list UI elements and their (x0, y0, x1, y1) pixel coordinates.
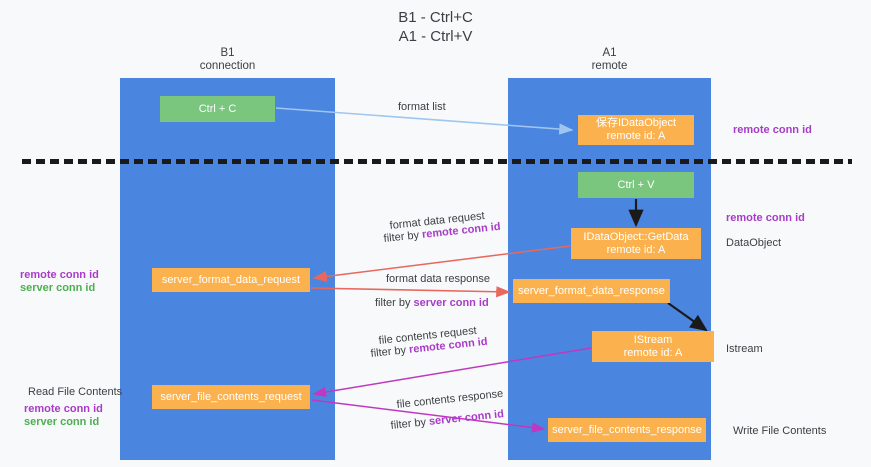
node-save-idataobject[interactable]: 保存IDataObject remote id: A (578, 115, 694, 145)
node-server-file-contents-request[interactable]: server_file_contents_request (152, 385, 310, 409)
edge-label-format-data-response: format data response (386, 273, 490, 285)
filter-prefix: filter by (370, 343, 410, 360)
node-server-format-data-response[interactable]: server_format_data_response (513, 279, 670, 303)
node-ctrl-v[interactable]: Ctrl + V (578, 172, 694, 198)
annotation-left-remote-conn-id-2: remote conn id (24, 403, 103, 415)
edge-label-format-list: format list (398, 101, 446, 113)
phase-divider-dashed-line (22, 159, 852, 164)
diagram-title: B1 - Ctrl+C A1 - Ctrl+V (398, 9, 473, 45)
lane-header-b1: B1 connection (199, 47, 256, 72)
edge-file-contents-response (311, 399, 546, 433)
node-ctrl-c[interactable]: Ctrl + C (160, 96, 275, 122)
filter-prefix: filter by (375, 297, 414, 309)
annotation-remote-conn-id-top: remote conn id (733, 124, 812, 136)
node-server-format-data-request[interactable]: server_format_data_request (152, 268, 310, 292)
filter-key: server conn id (413, 297, 489, 309)
annotation-write-file-contents: Write File Contents (733, 425, 827, 437)
filter-prefix: filter by (390, 415, 430, 432)
edge-file-contents-request (312, 347, 592, 398)
annotation-remote-conn-id-mid: remote conn id (726, 212, 805, 224)
node-server-file-contents-response[interactable]: server_file_contents_response (548, 418, 706, 442)
annotation-left-server-conn-id-1: server conn id (20, 282, 96, 294)
edge-format-list (275, 107, 574, 135)
edge-response-to-istream (667, 302, 708, 332)
annotation-left-remote-conn-id-1: remote conn id (20, 269, 99, 281)
node-istream[interactable]: IStream remote id: A (592, 331, 714, 362)
annotation-dataobject: DataObject (726, 237, 782, 249)
edge-label-format-data-response-filter: filter by server conn id (375, 296, 489, 311)
node-idataobject-getdata[interactable]: IDataObject::GetData remote id: A (571, 228, 701, 259)
annotation-istream: Istream (726, 343, 763, 355)
annotation-read-file-contents: Read File Contents (28, 386, 123, 398)
annotation-left-server-conn-id-2: server conn id (24, 416, 100, 428)
lane-header-a1: A1 remote (591, 47, 628, 72)
filter-prefix: filter by (383, 228, 423, 245)
edge-format-data-response (310, 286, 511, 298)
edge-format-data-request (312, 245, 571, 282)
